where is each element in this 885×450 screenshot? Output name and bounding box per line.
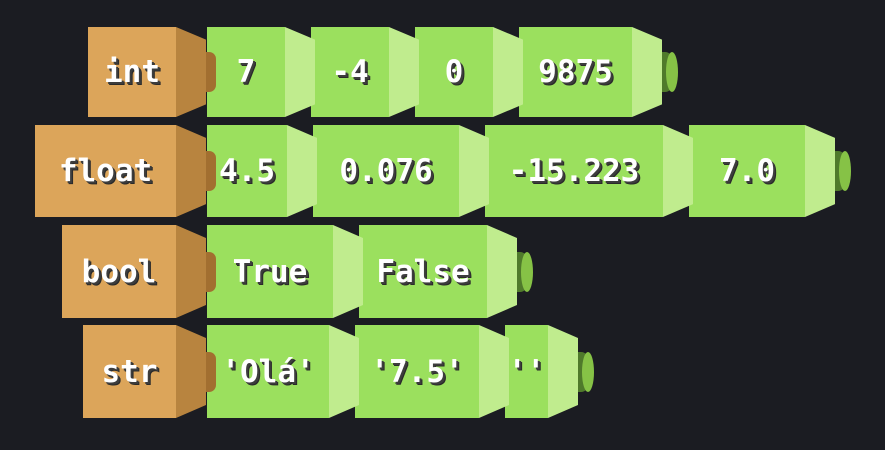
value-block-side [333,225,363,318]
value-block-side [479,325,509,418]
value-block-side [285,27,315,117]
value-block: 'Olá' [207,325,359,418]
value-block-side [487,225,517,318]
value-block: '' [505,325,600,418]
type-block-int-side [176,27,206,117]
value-block: 7.0 [689,125,857,217]
type-block-float-side [176,125,206,217]
value-block-side [329,325,359,418]
value-block-side [632,27,662,117]
value-block-label: 0 [415,27,493,117]
value-block: -4 [311,27,419,117]
value-block-label: -15.223 [485,125,663,217]
value-block: 0.076 [313,125,489,217]
value-block: '7.5' [355,325,509,418]
type-block-str: str [83,325,216,418]
type-block-float: float [35,125,216,217]
type-block-bool: bool [62,225,216,318]
value-block-side [548,325,578,418]
value-block: False [359,225,539,318]
value-block-side [663,125,693,217]
value-block-side [805,125,835,217]
type-block-int: int [88,27,216,117]
value-block-label: 7 [207,27,285,117]
value-block-label: 7.0 [689,125,805,217]
type-block-str-side [176,325,206,418]
value-block: 0 [415,27,523,117]
value-block-connector-cap [521,251,533,292]
type-block-float-label: float [35,125,176,217]
type-block-bool-side [176,225,206,318]
value-block-label: '' [505,325,548,418]
value-block-label: 4.5 [207,125,287,217]
value-block-label: False [359,225,487,318]
value-block-connector-cap [582,351,594,392]
value-block-connector-cap [839,151,851,191]
value-block: -15.223 [485,125,693,217]
value-block: 9875 [519,27,684,117]
value-block-label: 0.076 [313,125,459,217]
value-block-side [459,125,489,217]
type-block-int-label: int [88,27,176,117]
value-block-side [493,27,523,117]
value-block: True [207,225,363,318]
value-block-label: 9875 [519,27,632,117]
type-block-bool-label: bool [62,225,176,318]
value-block-label: -4 [311,27,389,117]
value-block: 4.5 [207,125,317,217]
type-block-str-label: str [83,325,176,418]
value-block-side [389,27,419,117]
value-block-label: True [207,225,333,318]
value-block-label: 'Olá' [207,325,329,418]
value-block-connector-cap [666,52,678,92]
value-block-side [287,125,317,217]
value-block: 7 [207,27,315,117]
value-block-label: '7.5' [355,325,479,418]
